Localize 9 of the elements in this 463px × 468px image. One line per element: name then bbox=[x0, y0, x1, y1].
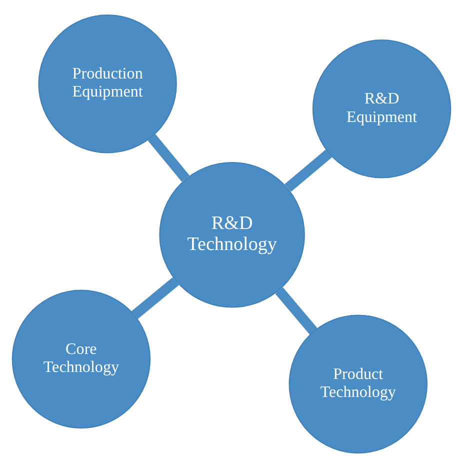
connector bbox=[284, 149, 332, 192]
connector bbox=[131, 277, 180, 320]
node-circle: Product Technology bbox=[288, 314, 428, 454]
node-circle: R&D Equipment bbox=[312, 40, 452, 178]
connector bbox=[275, 287, 318, 335]
node-circle: Production Equipment bbox=[38, 14, 177, 154]
connector bbox=[148, 134, 190, 182]
node-circle: R&D Technology bbox=[159, 162, 305, 308]
node-circle: Core Technology bbox=[12, 290, 151, 428]
